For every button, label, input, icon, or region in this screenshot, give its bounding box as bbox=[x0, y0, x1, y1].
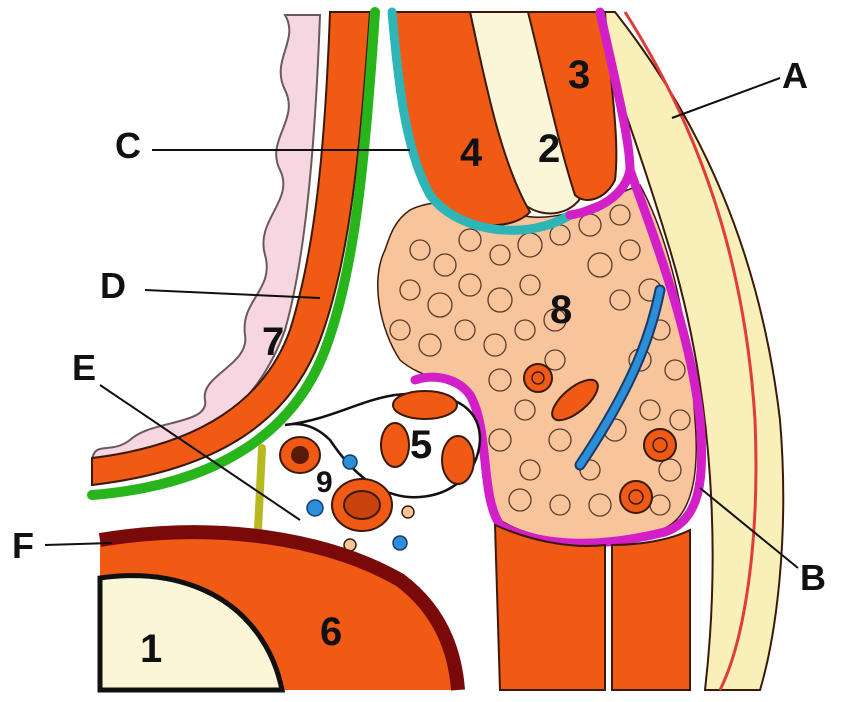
label-a: A bbox=[782, 55, 808, 96]
label-3: 3 bbox=[568, 53, 590, 97]
label-e: E bbox=[72, 347, 96, 388]
label-9: 9 bbox=[316, 466, 333, 499]
lower-muscle-left bbox=[495, 525, 605, 690]
label-2: 2 bbox=[538, 127, 560, 171]
label-c: C bbox=[115, 125, 141, 166]
red-vessel-round-3 bbox=[620, 481, 652, 513]
label-7: 7 bbox=[262, 320, 284, 364]
red-vessel-round-1 bbox=[524, 364, 552, 392]
label-8: 8 bbox=[550, 288, 572, 332]
olive-strand bbox=[258, 448, 262, 530]
label-5: 5 bbox=[410, 423, 432, 467]
leader-a bbox=[672, 78, 780, 118]
label-f: F bbox=[12, 525, 34, 566]
label-d: D bbox=[100, 265, 126, 306]
label-4: 4 bbox=[460, 131, 483, 175]
red-vessel-round-2 bbox=[644, 429, 676, 461]
label-6: 6 bbox=[320, 610, 342, 654]
lower-muscle-right bbox=[612, 530, 690, 690]
label-1: 1 bbox=[140, 627, 162, 671]
label-b: B bbox=[800, 557, 826, 598]
